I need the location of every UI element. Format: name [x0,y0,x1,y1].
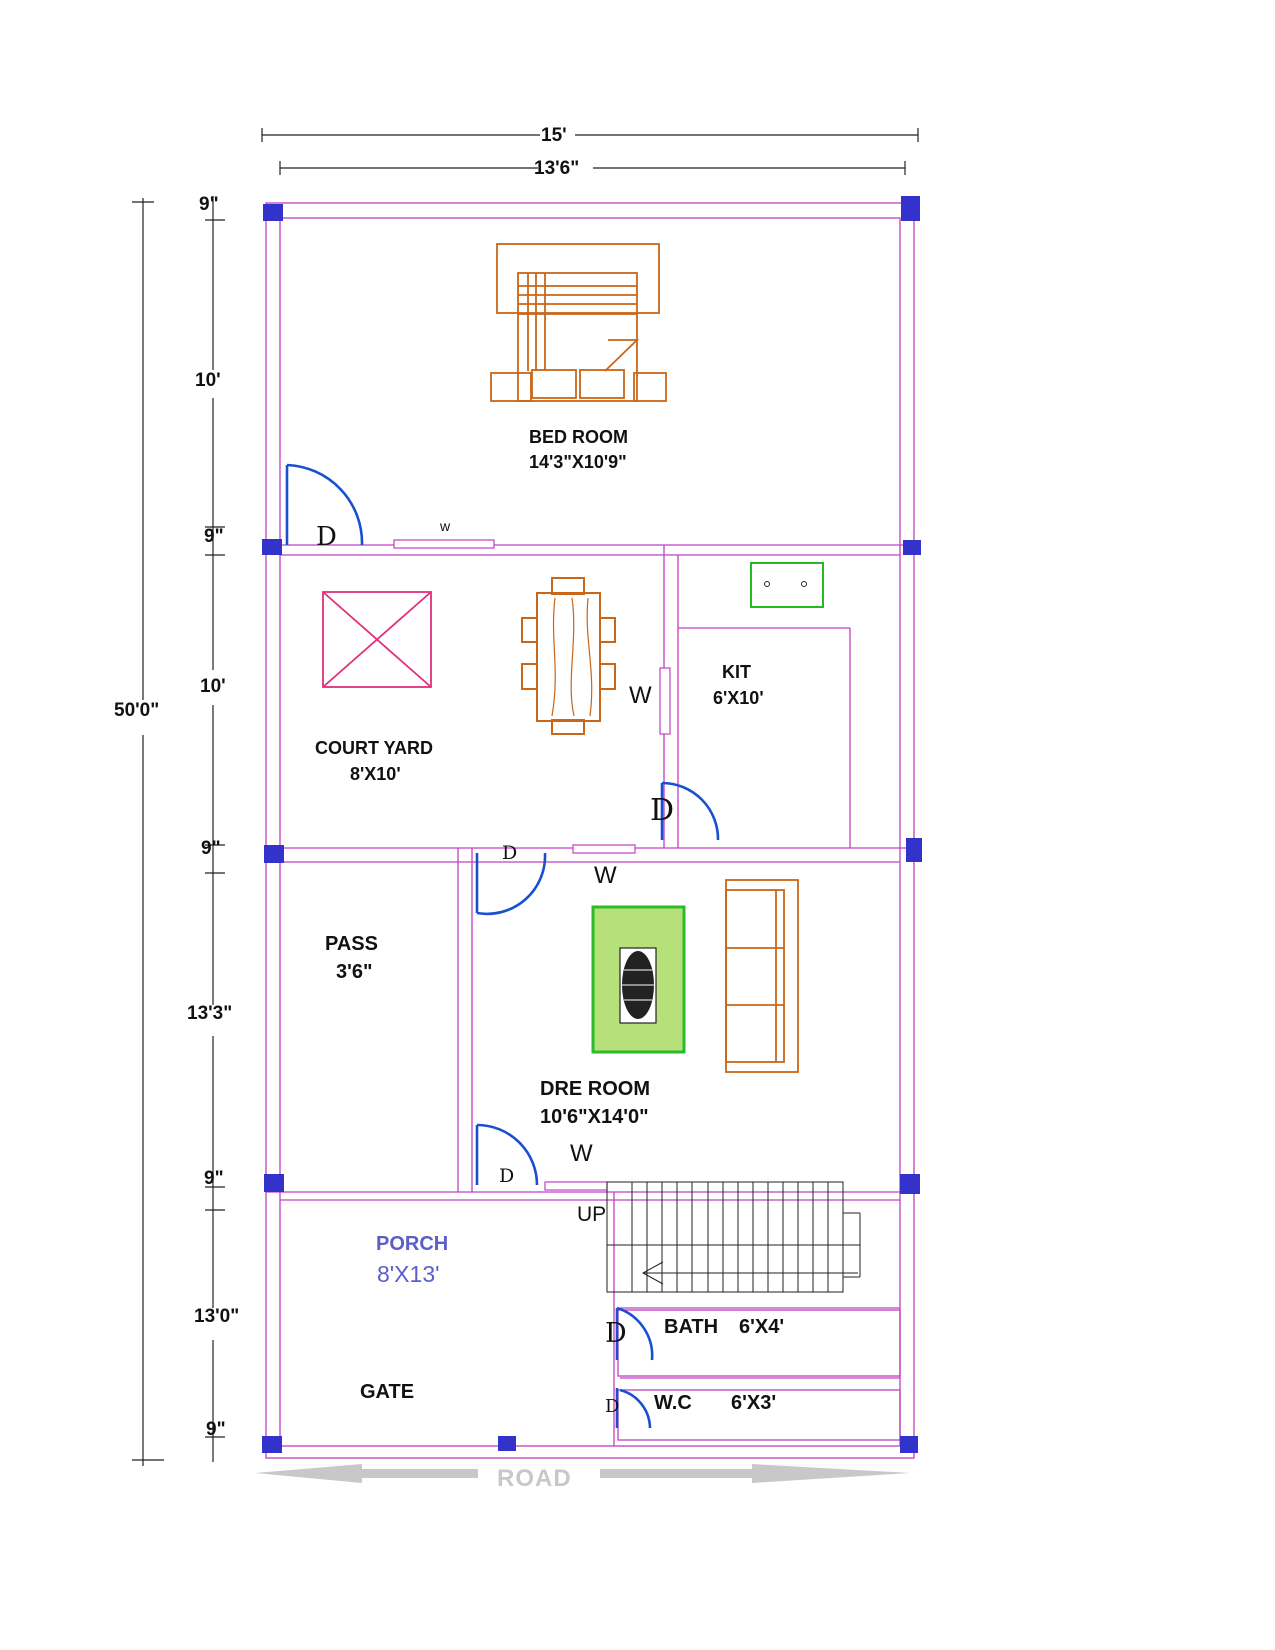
dim-overall-length: 50'0" [114,700,160,721]
door-mark-drawing-bottom: D [499,1165,515,1187]
door-mark-wc: D [605,1396,620,1417]
dim-wall-3: 9" [201,838,221,859]
courtyard-name: COURT YARD [315,738,434,758]
drawing-room-size: 10'6"X14'0" [540,1106,649,1128]
road-label: ROAD [497,1465,572,1492]
dim-porch-depth: 13'0" [194,1306,240,1327]
dining-table [521,577,616,735]
drawing-room-name: DRE ROOM [540,1078,650,1100]
kitchen-name: KIT [722,662,751,682]
door-mark-drawing-top: D [502,842,518,864]
dim-wall-2: 9" [204,526,224,547]
courtyard-void [322,591,432,688]
dim-wall-bottom: 9" [206,1419,226,1440]
porch-name: PORCH [376,1233,449,1255]
rug-and-table [591,905,686,1054]
window-mark-drawing-bottom: W [570,1140,593,1167]
gate-label: GATE [360,1381,415,1403]
passage-size: 3'6" [336,961,373,983]
dim-wall-4: 9" [204,1168,224,1189]
bed [490,243,667,402]
kitchen-sink [750,562,824,608]
dimension-lines [132,128,919,1466]
passage-name: PASS [325,933,378,955]
wc-size: 6'X3' [731,1392,777,1414]
bath-name: BATH [664,1316,719,1338]
door-mark-bath: D [605,1318,627,1349]
stair-up-label: UP [577,1203,607,1226]
porch-size: 8'X13' [377,1261,440,1287]
window-mark-bedroom: w [440,518,451,534]
wc-name: W.C [654,1392,692,1414]
window-mark-kitchen: W [629,682,652,709]
sofa [725,879,799,1073]
walls [265,202,915,1459]
bedroom-name: BED ROOM [529,427,628,447]
dim-inner-width: 13'6" [534,158,580,179]
dim-courtyard-depth: 10' [200,676,226,697]
columns [262,196,922,1453]
dim-drawing-depth: 13'3" [187,1003,233,1024]
dim-overall-width: 15' [541,125,567,146]
bedroom-size: 14'3"X10'9" [529,452,627,472]
door-mark-kitchen: D [650,793,675,828]
doors [285,463,720,1429]
courtyard-size: 8'X10' [350,764,401,784]
kitchen-size: 6'X10' [713,688,764,708]
bath-size: 6'X4' [739,1316,785,1338]
road-arrows [255,1464,910,1483]
staircase [606,1181,861,1293]
dim-wall-top: 9" [199,194,219,215]
door-mark-bedroom: D [316,522,337,552]
dim-bedroom-depth: 10' [195,370,221,391]
window-mark-drawing-top: W [594,862,617,889]
